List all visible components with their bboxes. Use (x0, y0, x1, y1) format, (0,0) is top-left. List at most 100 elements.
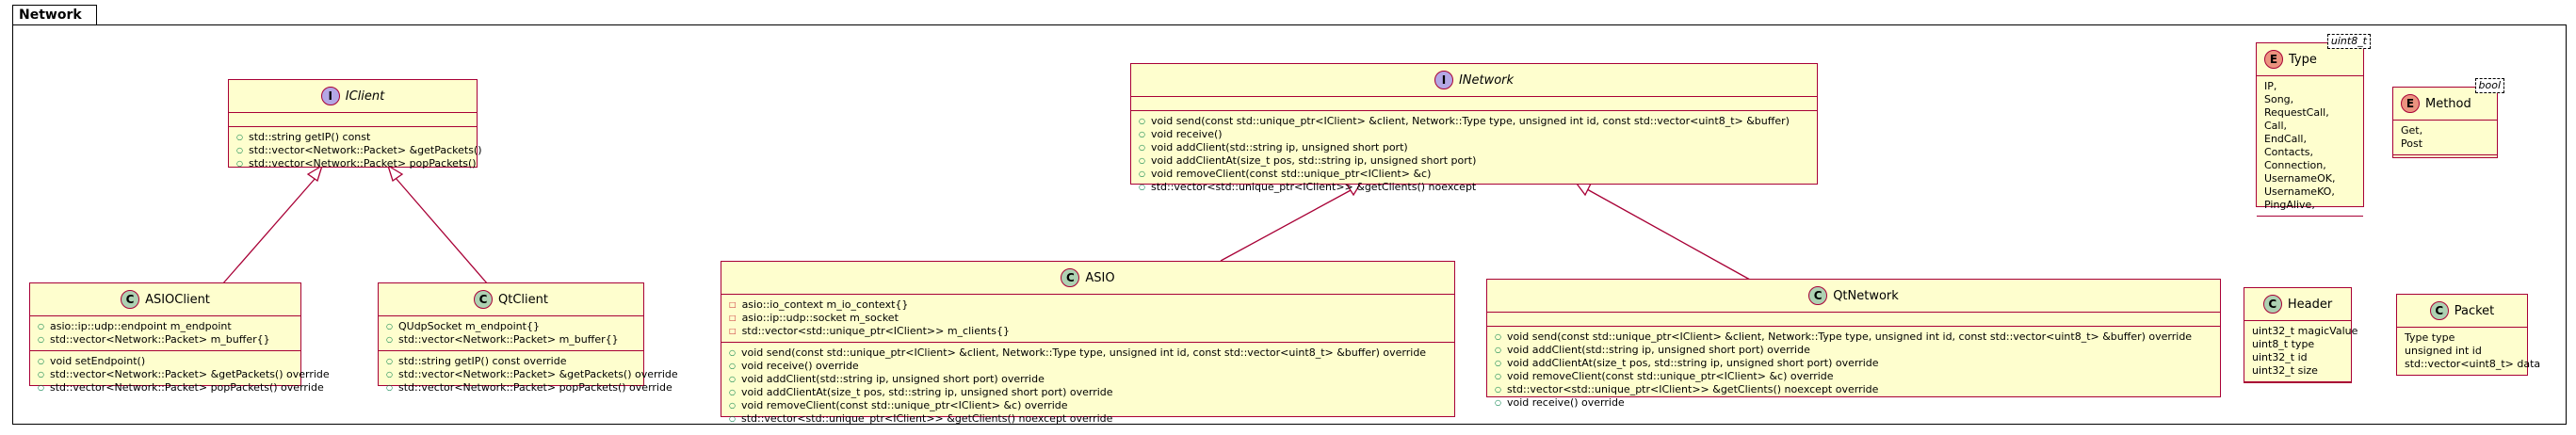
method-line: void setEndpoint() (38, 355, 293, 368)
type-param: uint8_t (2326, 34, 2371, 49)
field-line: uint32_t magicValue (2252, 325, 2358, 337)
method-line: void addClientAt(size_t pos, std::string… (1495, 357, 2212, 370)
enum-badge-icon: E (2264, 50, 2283, 69)
field-line: unsigned int id (2405, 345, 2482, 357)
asio-class[interactable]: C ASIO asio::io_context m_io_context{} a… (721, 261, 1455, 425)
field-line: std::vector<Network::Packet> m_buffer{} (38, 333, 293, 346)
method-line: void removeClient(const std::unique_ptr<… (1495, 370, 2212, 383)
methods-section: void send(const std::unique_ptr<IClient>… (721, 343, 1454, 429)
method-line: std::vector<std::unique_ptr<IClient>> &g… (1139, 181, 1809, 194)
method-line: std::vector<Network::Packet> popPackets(… (38, 381, 324, 395)
fields-section (1131, 97, 1817, 111)
method-line: void send(const std::unique_ptr<IClient>… (1139, 115, 1809, 128)
methods-section: std::string getIP() const std::vector<Ne… (229, 127, 482, 174)
field-line: asio::ip::udp::endpoint m_endpoint (38, 320, 293, 333)
inetwork-interface[interactable]: I INetwork void send(const std::unique_p… (1130, 63, 1818, 193)
method-line: void addClient(std::string ip, unsigned … (729, 373, 1447, 386)
package-tab: Network (12, 5, 97, 25)
method-line: void receive() (1139, 128, 1809, 141)
fields-section (229, 113, 477, 127)
class-title: ASIO (1085, 270, 1115, 285)
fields-section: asio::io_context m_io_context{} asio::ip… (721, 295, 1454, 343)
enum-value: EndCall, (2264, 133, 2307, 145)
class-title: Packet (2454, 303, 2495, 318)
class-title: QtClient (498, 292, 548, 307)
values-section: IP, Song, RequestCall, Call, EndCall, Co… (2257, 76, 2363, 217)
method-line: void addClient(std::string ip, unsigned … (1139, 141, 1809, 154)
class-badge-icon: C (1808, 286, 1828, 305)
iclient-interface[interactable]: I IClient std::string getIP() const std:… (228, 79, 482, 169)
method-line: std::vector<Network::Packet> popPackets(… (386, 381, 672, 395)
class-title: ASIOClient (145, 292, 210, 307)
field-line: std::vector<uint8_t> data (2405, 358, 2541, 370)
enum-value: Song, (2264, 93, 2294, 105)
method-line: std::string getIP() const override (386, 355, 636, 368)
class-title: INetwork (1458, 72, 1515, 88)
method-line: void receive() override (1495, 396, 2212, 410)
enum-value: Call, (2264, 120, 2288, 132)
method-line: void addClient(std::string ip, unsigned … (1495, 344, 2212, 357)
enum-value: Connection, (2264, 159, 2326, 171)
method-line: std::string getIP() const (236, 131, 469, 144)
qtclient-class[interactable]: C QtClient QUdpSocket m_endpoint{} std::… (378, 282, 678, 394)
values-section: Get, Post (2393, 121, 2497, 155)
fields-section: asio::ip::udp::endpoint m_endpoint std::… (30, 316, 300, 351)
methods-section: void setEndpoint() std::vector<Network::… (30, 351, 330, 398)
methods-section (2397, 376, 2527, 389)
field-line: uint32_t size (2252, 364, 2318, 377)
enum-value: PingAlive, (2264, 199, 2315, 211)
rel-qtnetwork-inetwork (1586, 188, 1751, 281)
field-line: uint8_t type (2252, 338, 2315, 350)
class-badge-icon: C (474, 290, 494, 309)
enum-value: Contacts, (2264, 146, 2314, 158)
enum-value: IP, (2264, 80, 2277, 92)
class-badge-icon: C (2429, 301, 2449, 320)
method-enum[interactable]: bool E Method Get, Post (2392, 78, 2504, 158)
enum-value: Post (2401, 137, 2423, 150)
field-line: uint32_t id (2252, 351, 2308, 363)
field-line: std::vector<Network::Packet> m_buffer{} (386, 333, 636, 346)
asioclient-class[interactable]: C ASIOClient asio::ip::udp::endpoint m_e… (29, 282, 330, 394)
fields-section: Type type unsigned int id std::vector<ui… (2397, 328, 2541, 376)
methods-section (2244, 382, 2351, 395)
field-line: asio::io_context m_io_context{} (729, 298, 1447, 312)
rel-asio-inetwork (1220, 188, 1353, 262)
class-title: Method (2425, 96, 2471, 111)
method-line: void removeClient(const std::unique_ptr<… (729, 399, 1447, 412)
method-line: void removeClient(const std::unique_ptr<… (1139, 168, 1809, 181)
field-line: Type type (2405, 331, 2455, 344)
class-title: QtNetwork (1833, 288, 1899, 303)
method-line: void receive() override (729, 360, 1447, 373)
field-line: asio::ip::udp::socket m_socket (729, 312, 1447, 325)
packet-class[interactable]: C Packet Type type unsigned int id std::… (2396, 294, 2541, 376)
method-line: std::vector<std::unique_ptr<IClient>> &g… (1495, 383, 2212, 396)
package-name: Network (19, 8, 82, 23)
class-title: IClient (345, 89, 385, 104)
fields-section (1487, 313, 2220, 327)
enum-badge-icon: E (2401, 94, 2420, 113)
method-line: void send(const std::unique_ptr<IClient>… (1495, 330, 2212, 344)
rel-qtclient-iclient (395, 177, 489, 285)
header-class[interactable]: C Header uint32_t magicValue uint8_t typ… (2244, 287, 2358, 383)
type-enum[interactable]: uint8_t E Type IP, Song, RequestCall, Ca… (2256, 34, 2371, 217)
qtnetwork-class[interactable]: C QtNetwork void send(const std::unique_… (1486, 279, 2221, 409)
methods-section: std::string getIP() const override std::… (379, 351, 678, 398)
methods-section: void send(const std::unique_ptr<IClient>… (1487, 327, 2220, 413)
type-param: bool (2474, 78, 2504, 93)
method-line: std::vector<Network::Packet> &getPackets… (386, 368, 678, 381)
method-line: std::vector<Network::Packet> &getPackets… (38, 368, 330, 381)
enum-value: Get, (2401, 124, 2423, 137)
method-line: void addClientAt(size_t pos, std::string… (1139, 154, 1809, 168)
class-title: Type (2289, 52, 2317, 67)
interface-badge-icon: I (1434, 71, 1453, 89)
method-line: void send(const std::unique_ptr<IClient>… (729, 346, 1447, 360)
class-badge-icon: C (2262, 295, 2282, 314)
field-line: QUdpSocket m_endpoint{} (386, 320, 636, 333)
rel-asioclient-iclient (221, 177, 316, 285)
method-line: std::vector<Network::Packet> popPackets(… (236, 157, 477, 170)
enum-value: RequestCall, (2264, 106, 2329, 119)
methods-section (2257, 217, 2363, 230)
class-badge-icon: C (121, 290, 140, 309)
methods-section (2393, 155, 2497, 169)
interface-badge-icon: I (320, 87, 340, 105)
